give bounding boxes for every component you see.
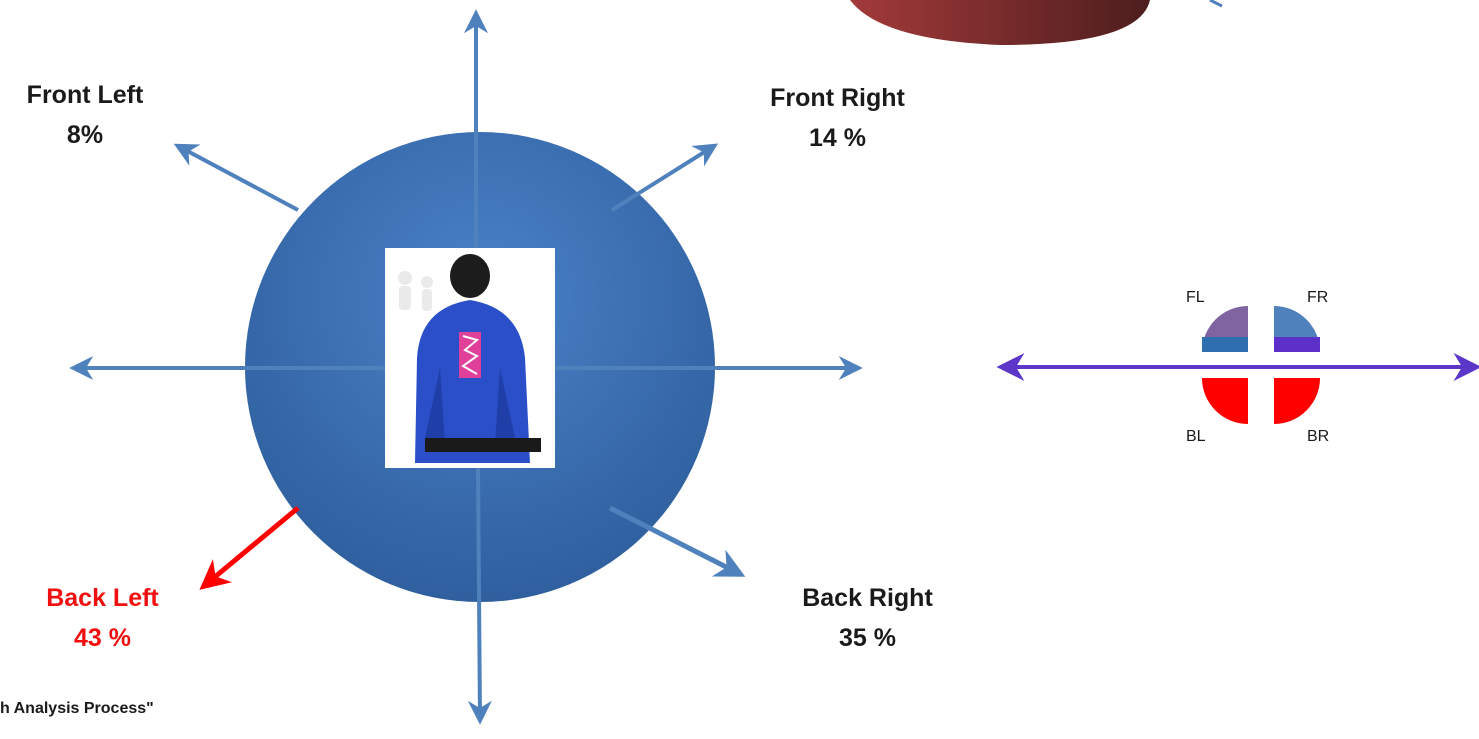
top-decoration-line — [1209, 0, 1223, 8]
label-back-right-value: 35 % — [839, 624, 896, 652]
label-back-left-value: 43 % — [74, 624, 131, 652]
arrow-back-left — [199, 506, 300, 590]
label-front-right-name: Front Right — [770, 84, 905, 112]
mini-quadrant-fr — [1274, 306, 1320, 352]
mini-label-fr: FR — [1307, 289, 1329, 306]
arrow-front-right — [610, 143, 719, 212]
arrow-back — [467, 467, 492, 725]
label-back-left-name: Back Left — [46, 584, 159, 612]
source-caption: h Analysis Process" — [0, 694, 154, 724]
label-back-right: Back Right 35 % — [780, 578, 955, 658]
mini-label-bl: BL — [1186, 428, 1206, 445]
label-front-left: Front Left 8% — [5, 75, 165, 155]
mini-label-fl: FL — [1186, 289, 1205, 306]
mini-quadrant-bl — [1202, 378, 1248, 424]
label-front-left-name: Front Left — [26, 81, 144, 109]
background-figures-icon — [398, 271, 433, 311]
label-front-right-value: 14 % — [809, 124, 866, 152]
label-front-right: Front Right 14 % — [745, 78, 930, 158]
athlete-photo — [385, 248, 555, 468]
arrow-front-left — [173, 143, 299, 212]
mini-quadrant-br — [1274, 378, 1320, 424]
head-shape — [450, 254, 490, 298]
top-decoration-shape — [850, 0, 1150, 45]
source-caption-line: h Analysis Process" — [0, 700, 154, 717]
judoka-illustration — [385, 248, 555, 468]
label-back-right-name: Back Right — [802, 584, 933, 612]
mini-quadrant-fl — [1202, 306, 1248, 352]
arrow-back-right — [608, 505, 746, 577]
mini-label-br: BR — [1307, 428, 1330, 445]
belt-shape — [425, 438, 541, 452]
label-front-left-value: 8% — [66, 121, 104, 149]
label-back-left: Back Left 43 % — [20, 578, 185, 658]
